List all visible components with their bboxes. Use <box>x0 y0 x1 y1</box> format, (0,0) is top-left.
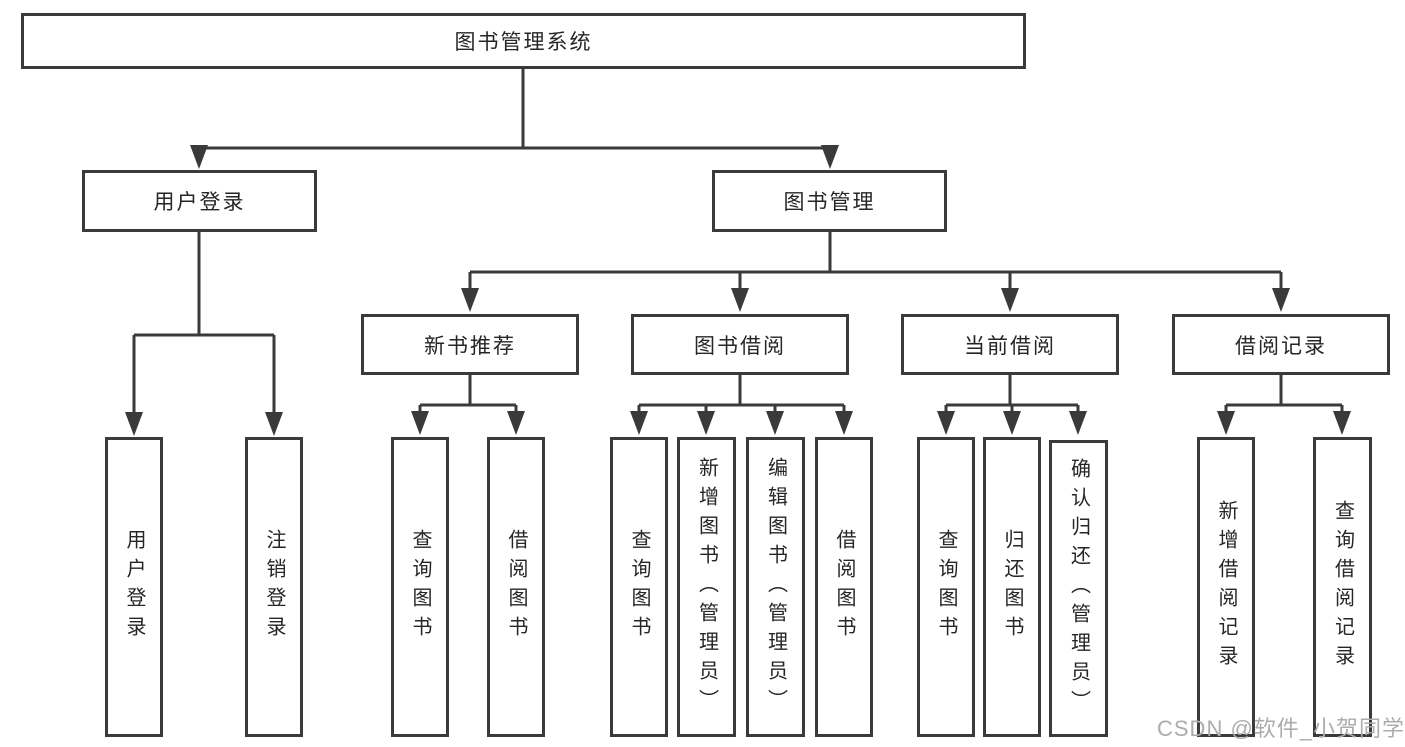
leaf-user-login: 用户登录 <box>105 437 163 737</box>
node-label: 确认归还（管理员） <box>1067 458 1090 719</box>
node-current-borrowing: 当前借阅 <box>901 314 1119 375</box>
node-label: 图书借阅 <box>694 334 786 358</box>
node-label: 归还图书 <box>1001 529 1023 645</box>
leaf-edit-book-admin: 编辑图书（管理员） <box>746 437 805 737</box>
node-label: 查询图书 <box>935 529 957 645</box>
node-label: 查询借阅记录 <box>1331 500 1354 674</box>
node-label: 新增借阅记录 <box>1215 500 1237 674</box>
node-label: 当前借阅 <box>964 334 1056 358</box>
node-library-management-system: 图书管理系统 <box>21 13 1026 69</box>
node-label: 图书管理 <box>783 191 876 214</box>
node-user-login: 用户登录 <box>82 170 317 232</box>
leaf-query-books-borrow: 查询图书 <box>610 437 668 737</box>
watermark: CSDN @软件_小贺同学 <box>1157 716 1405 741</box>
leaf-query-books-recommend: 查询图书 <box>391 437 449 737</box>
node-borrowing-records: 借阅记录 <box>1172 314 1390 375</box>
leaf-return-books: 归还图书 <box>983 437 1041 737</box>
node-label: 借阅图书 <box>833 529 855 645</box>
node-label: 借阅图书 <box>505 529 527 645</box>
leaf-query-borrow-record: 查询借阅记录 <box>1313 437 1372 737</box>
leaf-add-borrow-record: 新增借阅记录 <box>1197 437 1255 737</box>
node-label: 用户登录 <box>123 529 145 645</box>
node-new-book-recommend: 新书推荐 <box>361 314 579 375</box>
node-label: 注销登录 <box>263 529 285 645</box>
leaf-borrow-books: 借阅图书 <box>815 437 873 737</box>
node-label: 查询图书 <box>628 529 650 645</box>
node-label: 查询图书 <box>409 529 431 645</box>
leaf-query-books-current: 查询图书 <box>917 437 975 737</box>
node-label: 新书推荐 <box>424 334 516 358</box>
leaf-logout: 注销登录 <box>245 437 303 737</box>
leaf-borrow-books-recommend: 借阅图书 <box>487 437 545 737</box>
leaf-add-book-admin: 新增图书（管理员） <box>677 437 736 737</box>
node-label: 借阅记录 <box>1235 334 1327 358</box>
node-label: 图书管理系统 <box>454 31 593 54</box>
node-label: 用户登录 <box>153 191 246 214</box>
node-book-management: 图书管理 <box>712 170 947 232</box>
node-label: 新增图书（管理员） <box>695 456 718 718</box>
node-book-borrowing: 图书借阅 <box>631 314 849 375</box>
leaf-confirm-return-admin: 确认归还（管理员） <box>1049 440 1108 737</box>
node-label: 编辑图书（管理员） <box>764 456 787 718</box>
